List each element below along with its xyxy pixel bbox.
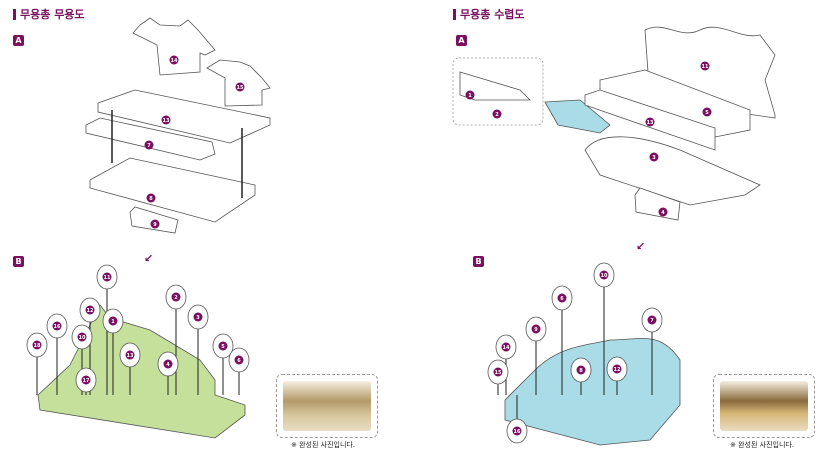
left-photo-caption: ※ 완성된 사진입니다. — [291, 441, 356, 449]
right-a-part-number: 3 — [652, 155, 656, 161]
left-step-b-badge: B — [13, 256, 24, 267]
right-down-arrow-icon: ↙ — [636, 240, 646, 253]
left-a-part-badge — [146, 193, 156, 203]
right-title-text: 무용총 수렵도 — [460, 8, 525, 21]
right-b-part-number: 15 — [495, 370, 502, 376]
left-b-part-badge — [193, 312, 203, 322]
right-a-part-badge — [700, 61, 710, 71]
left-b-part-badge — [81, 375, 91, 385]
left-b-part-badge — [218, 341, 228, 351]
right-a-stand-4 — [634, 187, 681, 221]
left-b-part-number: 1 — [111, 319, 115, 325]
left-b-part-badge — [77, 332, 87, 342]
left-down-arrow-icon: ↙ — [144, 252, 154, 265]
left-a-part-number: 8 — [149, 196, 153, 202]
right-b-part-number: 16 — [514, 429, 521, 435]
right-a-base-3 — [584, 136, 761, 206]
left-b-part-number: 2 — [174, 295, 178, 301]
left-section-title: 무용총 무용도 — [13, 6, 85, 22]
left-a-tray-13 — [97, 89, 271, 144]
left-b-part-number: 6 — [237, 358, 241, 364]
left-a-part-badge — [161, 115, 171, 125]
left-photo-image — [283, 381, 371, 431]
right-b-part-number: 14 — [503, 345, 510, 351]
right-section-title: 무용총 수렵도 — [453, 6, 525, 22]
right-a-piece-blue — [544, 99, 611, 134]
left-b-part-badge — [52, 321, 62, 331]
right-b-part-number: 6 — [560, 296, 564, 302]
left-a-part-number: 9 — [153, 222, 157, 228]
right-b-part-badge — [576, 365, 586, 375]
right-a-part-badge — [702, 107, 712, 117]
left-b-part-number: 5 — [221, 344, 225, 350]
right-b-part-badge — [557, 293, 567, 303]
right-a-part-badge — [649, 152, 659, 162]
left-b-part-number: 16 — [54, 324, 61, 330]
left-b-part-number: 11 — [104, 275, 111, 281]
right-b-part-badge — [501, 342, 511, 352]
right-b-part-badge — [493, 367, 503, 377]
left-a-part-badge — [150, 219, 160, 229]
left-b-part-number: 17 — [83, 378, 90, 384]
right-step-b-badge: B — [473, 256, 484, 267]
left-b-part-badge — [32, 340, 42, 350]
left-a-base-8 — [89, 157, 256, 223]
left-b-part-number: 3 — [196, 315, 200, 321]
right-a-part-number: 4 — [661, 210, 665, 216]
right-b-part-number: 9 — [534, 327, 538, 333]
right-a-part-number: 13 — [647, 120, 654, 126]
left-a-part-badge — [144, 140, 154, 150]
left-step-a-badge: A — [13, 35, 24, 46]
right-step-a-badge: A — [456, 35, 467, 46]
right-a-part-badge — [492, 109, 502, 119]
right-a-part-badge — [658, 207, 668, 217]
left-a-panel-14 — [132, 17, 216, 76]
left-b-part-badge — [163, 359, 173, 369]
left-b-part-badge — [108, 316, 118, 326]
left-title-text: 무용총 무용도 — [20, 8, 85, 21]
left-b-part-badge — [234, 355, 244, 365]
left-b-part-badge — [171, 292, 181, 302]
left-a-part-badge — [235, 82, 245, 92]
right-a-part-number: 1 — [468, 93, 472, 99]
left-a-part-number: 15 — [237, 85, 244, 91]
left-b-part-number: 4 — [166, 362, 170, 368]
left-a-part-badge — [169, 55, 179, 65]
left-completed-photo — [276, 374, 378, 438]
left-b-part-badge — [102, 272, 112, 282]
right-a-part-number: 11 — [702, 64, 709, 70]
left-b-part-number: 13 — [127, 353, 134, 359]
right-a-part-number: 2 — [495, 112, 499, 118]
right-b-part-number: 12 — [614, 367, 621, 373]
right-photo-image — [720, 381, 808, 431]
right-b-part-badge — [512, 426, 522, 436]
left-b-part-number: 18 — [34, 343, 41, 349]
right-b-part-badge — [647, 315, 657, 325]
right-b-part-badge — [599, 270, 609, 280]
left-b-part-number: 10 — [79, 335, 86, 341]
left-b-part-badge — [85, 305, 95, 315]
right-b-part-number: 10 — [601, 273, 608, 279]
left-b-part-badge — [125, 350, 135, 360]
left-b-part-number: 12 — [87, 308, 94, 314]
right-completed-photo — [713, 374, 815, 438]
left-a-part-number: 14 — [171, 58, 178, 64]
right-b-base — [504, 338, 681, 446]
right-a-part-badge — [645, 117, 655, 127]
right-b-part-badge — [531, 324, 541, 334]
right-photo-caption: ※ 완성된 사진입니다. — [730, 441, 795, 449]
right-a-part-number: 5 — [705, 110, 709, 116]
right-a-part-badge — [465, 90, 475, 100]
right-b-part-number: 7 — [650, 318, 654, 324]
left-a-part-number: 13 — [163, 118, 170, 124]
right-b-part-badge — [612, 364, 622, 374]
left-a-panel-7 — [85, 117, 216, 161]
left-a-part-number: 7 — [147, 143, 151, 149]
right-a-piece-1 — [459, 71, 531, 101]
right-b-part-number: 8 — [579, 368, 583, 374]
left-b-base — [37, 304, 246, 439]
